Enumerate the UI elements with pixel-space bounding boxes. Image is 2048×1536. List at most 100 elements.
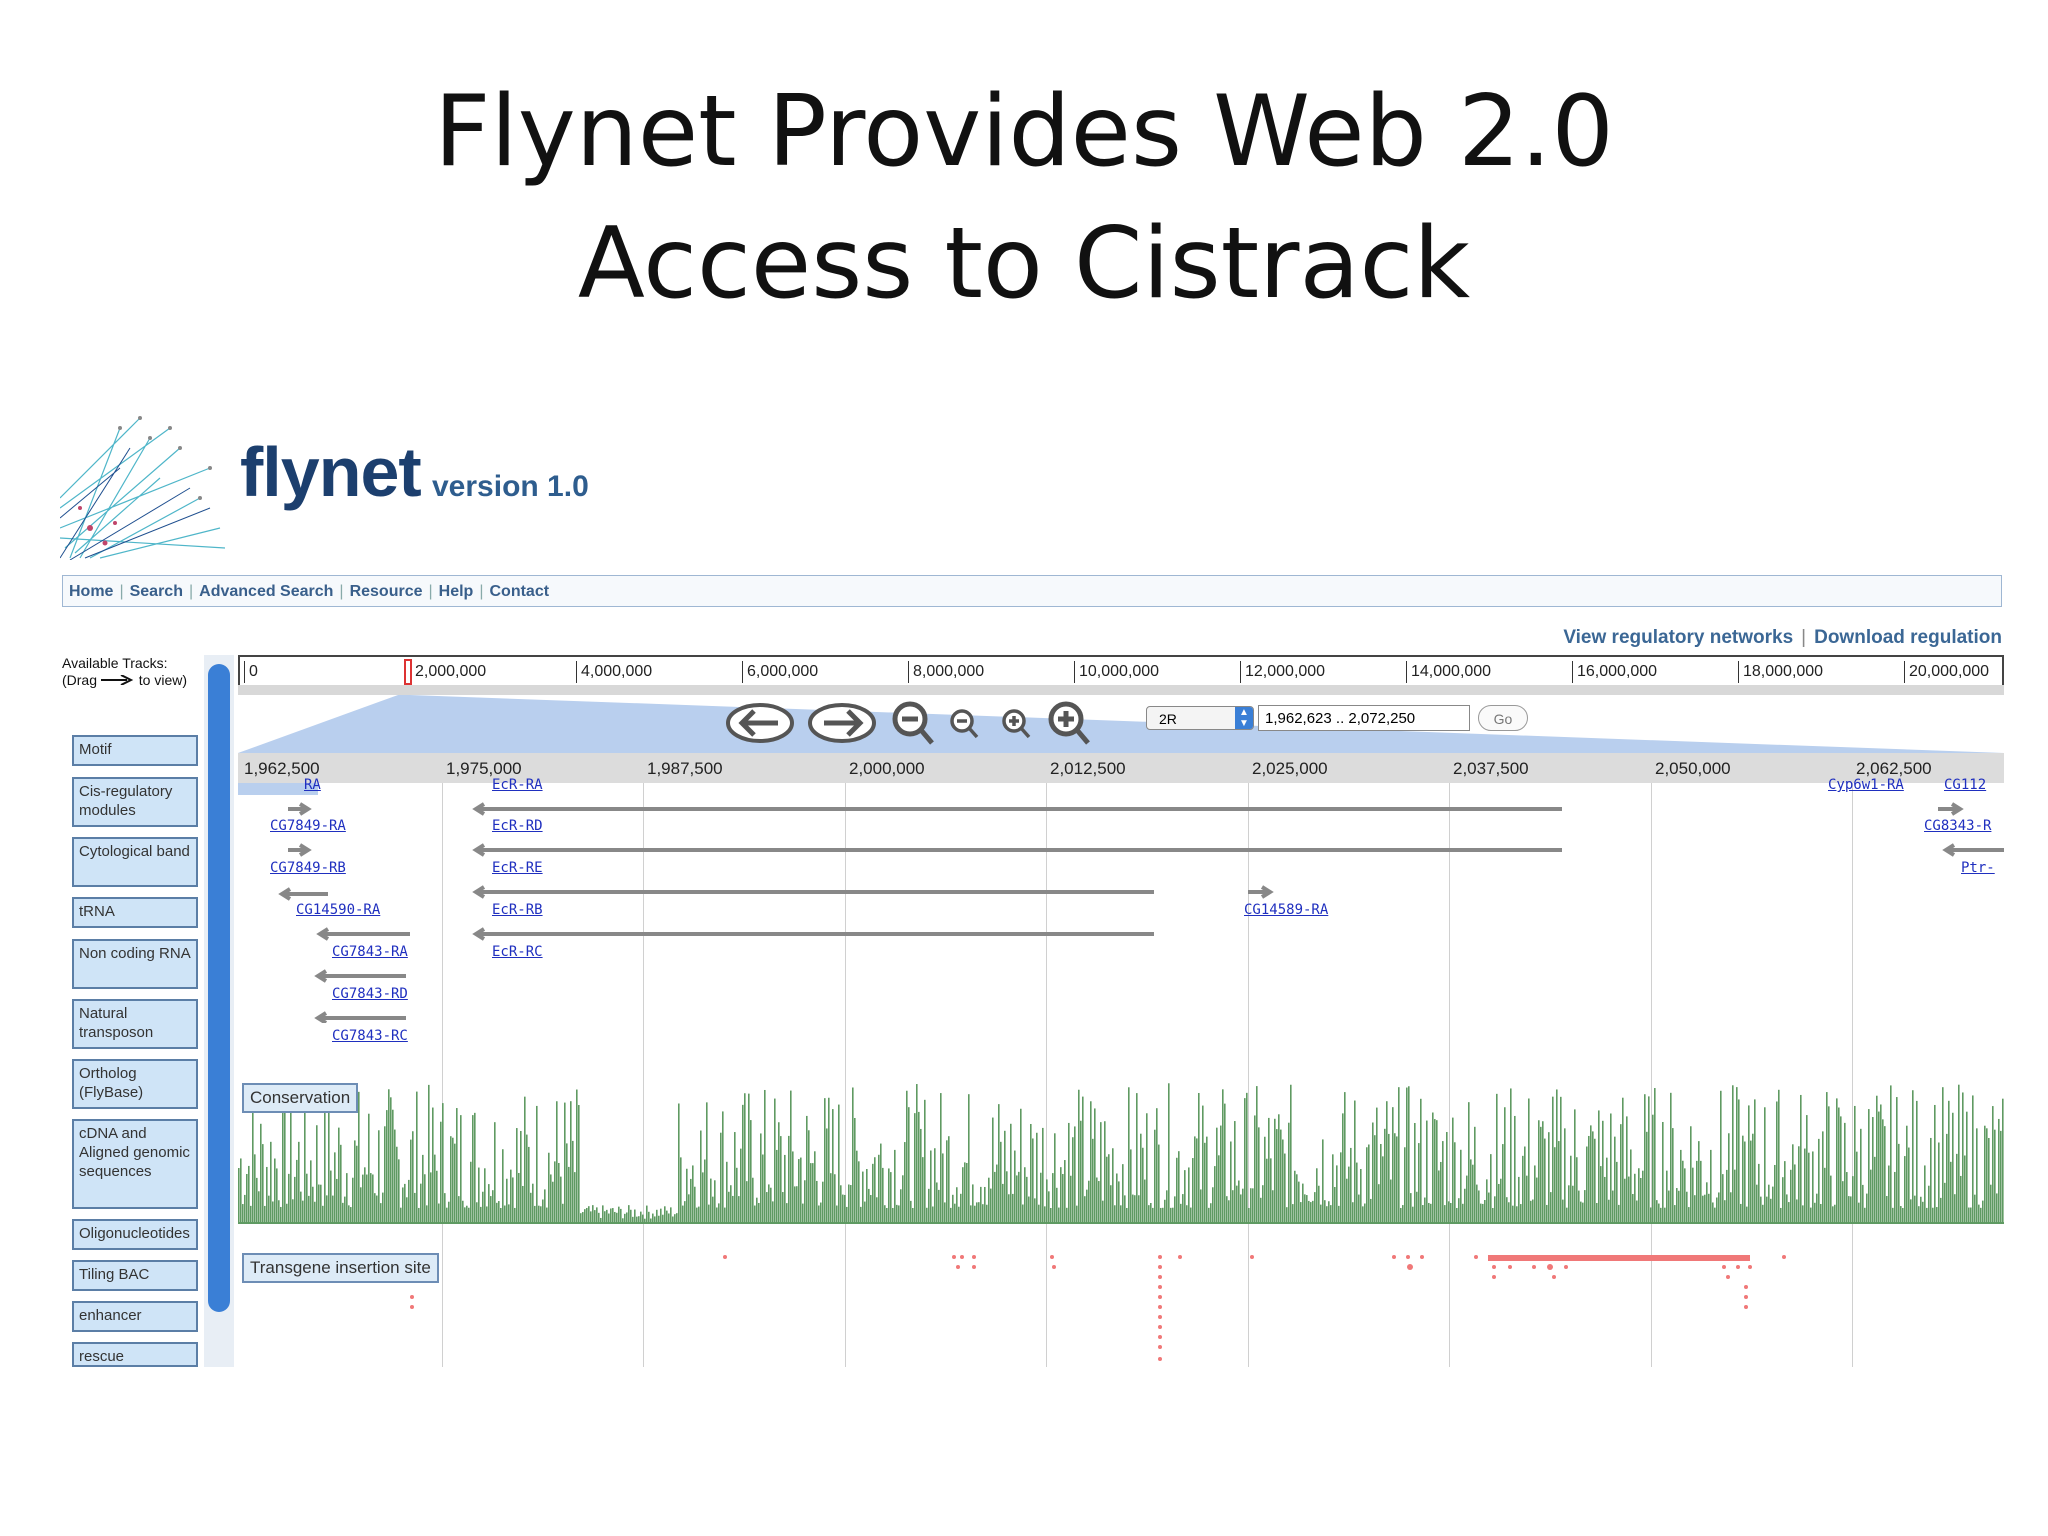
gene-link[interactable]: Cyp6w1-RA [1828, 777, 1904, 793]
conservation-bar [1884, 1126, 1886, 1223]
conservation-bar [1486, 1179, 1488, 1223]
view-regulatory-networks-link[interactable]: View regulatory networks [1563, 627, 1794, 648]
gene-link[interactable]: CG8343-R [1924, 818, 1992, 834]
conservation-bar [968, 1094, 970, 1223]
track-non-coding-rna[interactable]: Non coding RNA [72, 939, 198, 989]
conservation-bar [1898, 1143, 1900, 1223]
track-ortholog[interactable]: Ortholog (FlyBase) [72, 1059, 198, 1109]
nav-home-link[interactable]: Home [69, 583, 114, 600]
conservation-bar [600, 1217, 602, 1223]
conservation-bar [1888, 1165, 1890, 1223]
conservation-bar [714, 1180, 716, 1223]
gene-link[interactable]: CG112 [1944, 777, 1987, 793]
zoom-out-large-icon[interactable] [892, 701, 934, 745]
conservation-bar [1010, 1123, 1012, 1223]
gene-link[interactable]: CG14590-RA [296, 902, 381, 918]
gene-link[interactable]: EcR-RA [492, 777, 543, 793]
gene-link[interactable]: EcR-RC [492, 944, 543, 960]
gene-link[interactable]: EcR-RB [492, 902, 543, 918]
conservation-bar [1856, 1151, 1858, 1223]
conservation-bar [1782, 1177, 1784, 1223]
conservation-bar [1828, 1106, 1830, 1223]
conservation-bar [1480, 1203, 1482, 1223]
track-motif[interactable]: Motif [72, 735, 198, 766]
track-enhancer[interactable]: enhancer [72, 1301, 198, 1332]
conservation-bar [540, 1206, 542, 1223]
conservation-bar [1104, 1121, 1106, 1223]
gene-link[interactable]: Ptr- [1961, 860, 1995, 876]
nav-advanced-search-link[interactable]: Advanced Search [199, 583, 334, 600]
zoom-in-small-icon[interactable] [1002, 709, 1031, 739]
conservation-bar [364, 1167, 366, 1223]
scroll-left-icon[interactable] [726, 703, 794, 743]
track-cytological-band[interactable]: Cytological band [72, 837, 198, 887]
available-tracks-label: Available Tracks: (Drag [62, 655, 168, 688]
track-cis-regulatory-modules[interactable]: Cis-regulatory modules [72, 777, 198, 827]
detail-ruler[interactable]: 1,962,500 1,975,000 1,987,500 2,000,000 … [238, 753, 2004, 783]
nav-help-link[interactable]: Help [438, 583, 474, 600]
gene-link[interactable]: RA [304, 777, 321, 793]
sidebar-scrollbar[interactable] [208, 664, 230, 1312]
overview-ruler[interactable]: 0 2,000,000 4,000,000 6,000,000 8,000,00… [238, 655, 2004, 689]
overview-tick: 0 [244, 661, 258, 683]
overview-bar [238, 685, 2004, 695]
gene-link[interactable]: CG7843-RD [332, 986, 408, 1002]
conservation-bar [1534, 1165, 1536, 1223]
conservation-bar [1210, 1203, 1212, 1223]
gene-link[interactable]: CG7849-RB [270, 860, 346, 876]
gene-link[interactable]: CG7849-RA [270, 818, 346, 834]
track-natural-transposon[interactable]: Natural transposon [72, 999, 198, 1049]
conservation-bar [526, 1134, 528, 1223]
conservation-bar [920, 1128, 922, 1223]
gene-link[interactable]: CG7843-RA [332, 944, 408, 960]
range-input[interactable]: 1,962,623 .. 2,072,250 [1258, 705, 1470, 731]
conservation-bar [324, 1097, 326, 1223]
conservation-bar [550, 1174, 552, 1223]
conservation-bar [1162, 1207, 1164, 1223]
track-oligonucleotides[interactable]: Oligonucleotides [72, 1219, 198, 1250]
gene-link[interactable]: CG7843-RC [332, 1028, 408, 1044]
track-cdna-aligned[interactable]: cDNA and Aligned genomic sequences [72, 1119, 198, 1209]
gene-link[interactable]: CG14589-RA [1244, 902, 1329, 918]
track-trna[interactable]: tRNA [72, 897, 198, 928]
conservation-bar [754, 1205, 756, 1223]
conservation-bar [338, 1127, 340, 1223]
zoom-out-small-icon[interactable] [950, 709, 979, 739]
conservation-bar [502, 1149, 504, 1223]
conservation-bar [340, 1144, 342, 1223]
nav-resource-link[interactable]: Resource [349, 583, 423, 600]
conservation-bar [580, 1213, 582, 1223]
conservation-bar [1308, 1200, 1310, 1223]
conservation-bar [746, 1181, 748, 1223]
chromosome-select[interactable]: 2R ▲▼ [1146, 706, 1254, 730]
conservation-bar [1946, 1133, 1948, 1223]
track-tiling-bac[interactable]: Tiling BAC [72, 1260, 198, 1291]
conservation-bar [938, 1189, 940, 1223]
grid-line [1651, 783, 1652, 1367]
conservation-bar [1178, 1151, 1180, 1223]
nav-contact-link[interactable]: Contact [489, 583, 550, 600]
transgene-track-label[interactable]: Transgene insertion site [242, 1253, 439, 1283]
conservation-bar [1524, 1146, 1526, 1223]
conservation-bar [1328, 1201, 1330, 1223]
conservation-bar [1686, 1191, 1688, 1223]
nav-search-link[interactable]: Search [129, 583, 183, 600]
download-regulation-link[interactable]: Download regulation [1814, 627, 2002, 648]
conservation-bar [386, 1110, 388, 1223]
conservation-bar [1562, 1199, 1564, 1223]
go-button[interactable]: Go [1478, 705, 1528, 731]
track-rescue[interactable]: rescue [72, 1342, 198, 1367]
gene-link[interactable]: EcR-RD [492, 818, 543, 834]
scroll-right-icon[interactable] [808, 703, 876, 743]
zoom-in-large-icon[interactable] [1048, 701, 1090, 745]
gene-link[interactable]: EcR-RE [492, 860, 543, 876]
conservation-bar [1532, 1199, 1534, 1223]
conservation-bar [1286, 1207, 1288, 1223]
conservation-bar [1386, 1101, 1388, 1223]
conservation-bar [522, 1185, 524, 1223]
conservation-bar [992, 1117, 994, 1223]
conservation-track-label[interactable]: Conservation [242, 1083, 359, 1113]
conservation-bar [694, 1186, 696, 1223]
overview-position-marker[interactable] [404, 659, 412, 685]
conservation-bar [520, 1130, 522, 1223]
